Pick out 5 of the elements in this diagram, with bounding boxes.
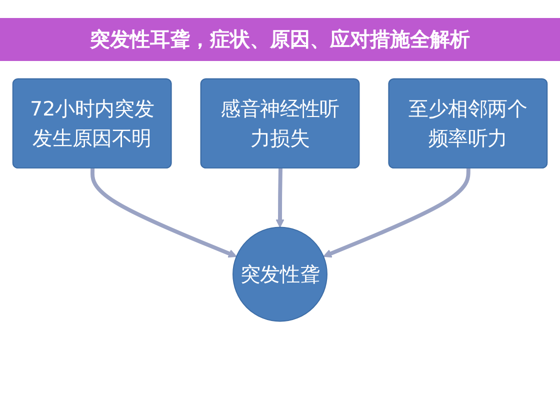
arrow [90, 168, 237, 258]
title-banner: 突发性耳聋，症状、原因、应对措施全解析 [0, 18, 560, 61]
arrow [276, 168, 284, 228]
node-circle: 突发性聋 [232, 226, 328, 322]
arrow [323, 168, 470, 258]
